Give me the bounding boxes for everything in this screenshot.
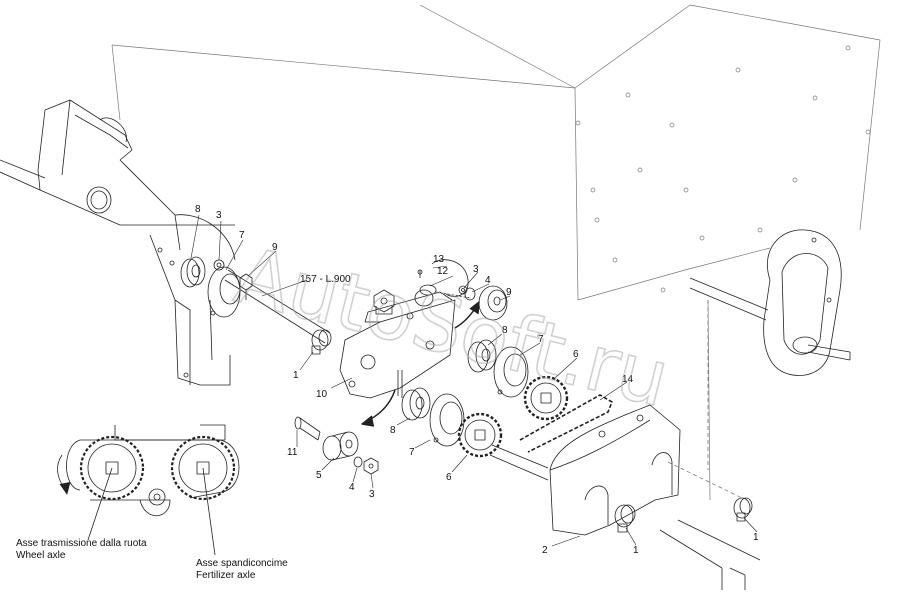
left-frame	[0, 99, 236, 386]
inset-captions: Asse trasmissione dalla ruota Wheel axle…	[16, 538, 288, 581]
caption-fert-axle-it: Asse spandiconcime	[196, 558, 288, 569]
callout-4-low: 4	[349, 482, 355, 493]
callout-8-mid: 8	[502, 325, 508, 336]
nut-3-low	[363, 457, 379, 475]
callout-7-mid: 7	[538, 334, 544, 345]
nut-3-upper	[458, 285, 468, 295]
collar-1-guard	[614, 504, 636, 533]
wheel-axle-shaft	[224, 269, 331, 344]
bearing-8-low	[401, 387, 431, 421]
callout-1-left: 1	[293, 370, 299, 381]
chain-14	[519, 394, 613, 453]
washer-4-low	[353, 456, 363, 468]
callout-4-upper: 4	[485, 275, 491, 286]
callout-10: 10	[316, 389, 328, 400]
callout-13: 13	[433, 254, 445, 265]
callout-9-idler: 9	[506, 287, 512, 298]
callout-2: 2	[542, 545, 548, 556]
callout-11: 11	[287, 447, 298, 458]
callout-157-l900: 157 - L.900	[300, 274, 351, 285]
callout-numbers: 8 3 7 9 157 - L.900 13 12 3 4 9 8 7 6 14…	[195, 204, 759, 556]
callout-7-left: 7	[239, 230, 245, 241]
callout-3-low: 3	[369, 489, 375, 500]
callout-8-low: 8	[390, 425, 396, 436]
callout-1-guard: 1	[633, 545, 639, 556]
nut-3-bracket	[373, 289, 395, 315]
flange-7-mid	[493, 346, 529, 398]
callout-8-left: 8	[195, 204, 201, 215]
callout-6-low: 6	[446, 472, 452, 483]
washer-4-upper	[464, 287, 476, 301]
callout-9-left: 9	[272, 242, 278, 253]
right-gearbox	[689, 229, 851, 376]
roller-5	[322, 431, 359, 461]
sprocket-6-low	[457, 412, 503, 458]
callout-3-upper: 3	[473, 264, 479, 275]
callout-1-right: 1	[753, 532, 759, 543]
fertilizer-axle-shaft	[489, 444, 761, 590]
leader-lines	[190, 214, 758, 547]
hopper-body	[111, 4, 881, 501]
watermark-text: AutoSoft.ru	[227, 231, 677, 425]
callout-6-right: 6	[573, 349, 579, 360]
rotation-arrow-upper	[454, 301, 480, 329]
callout-12: 12	[437, 266, 449, 277]
flange-7-left	[207, 266, 241, 318]
inset-chain-drive	[57, 424, 240, 556]
callout-14: 14	[622, 374, 634, 385]
callout-3-left: 3	[216, 210, 222, 221]
collar-1-right	[733, 497, 753, 522]
sprocket-6-right	[523, 375, 569, 421]
bearing-8-mid	[467, 339, 497, 373]
caption-fert-axle-en: Fertilizer axle	[196, 570, 256, 581]
bearing-8-left	[180, 256, 206, 288]
rotation-arrow-lower	[361, 389, 396, 427]
caption-wheel-axle-it: Asse trasmissione dalla ruota	[16, 538, 147, 549]
idler-9	[478, 285, 508, 321]
pin-11	[294, 416, 321, 441]
bolt-9-left	[239, 273, 253, 300]
callout-7-low: 7	[409, 447, 415, 458]
bracket-10	[339, 289, 456, 399]
spring-pin-13	[417, 259, 469, 297]
collar-1-left	[311, 329, 332, 355]
washer-12	[419, 284, 471, 299]
caption-wheel-axle-en: Wheel axle	[16, 550, 66, 561]
callout-5: 5	[316, 470, 322, 481]
